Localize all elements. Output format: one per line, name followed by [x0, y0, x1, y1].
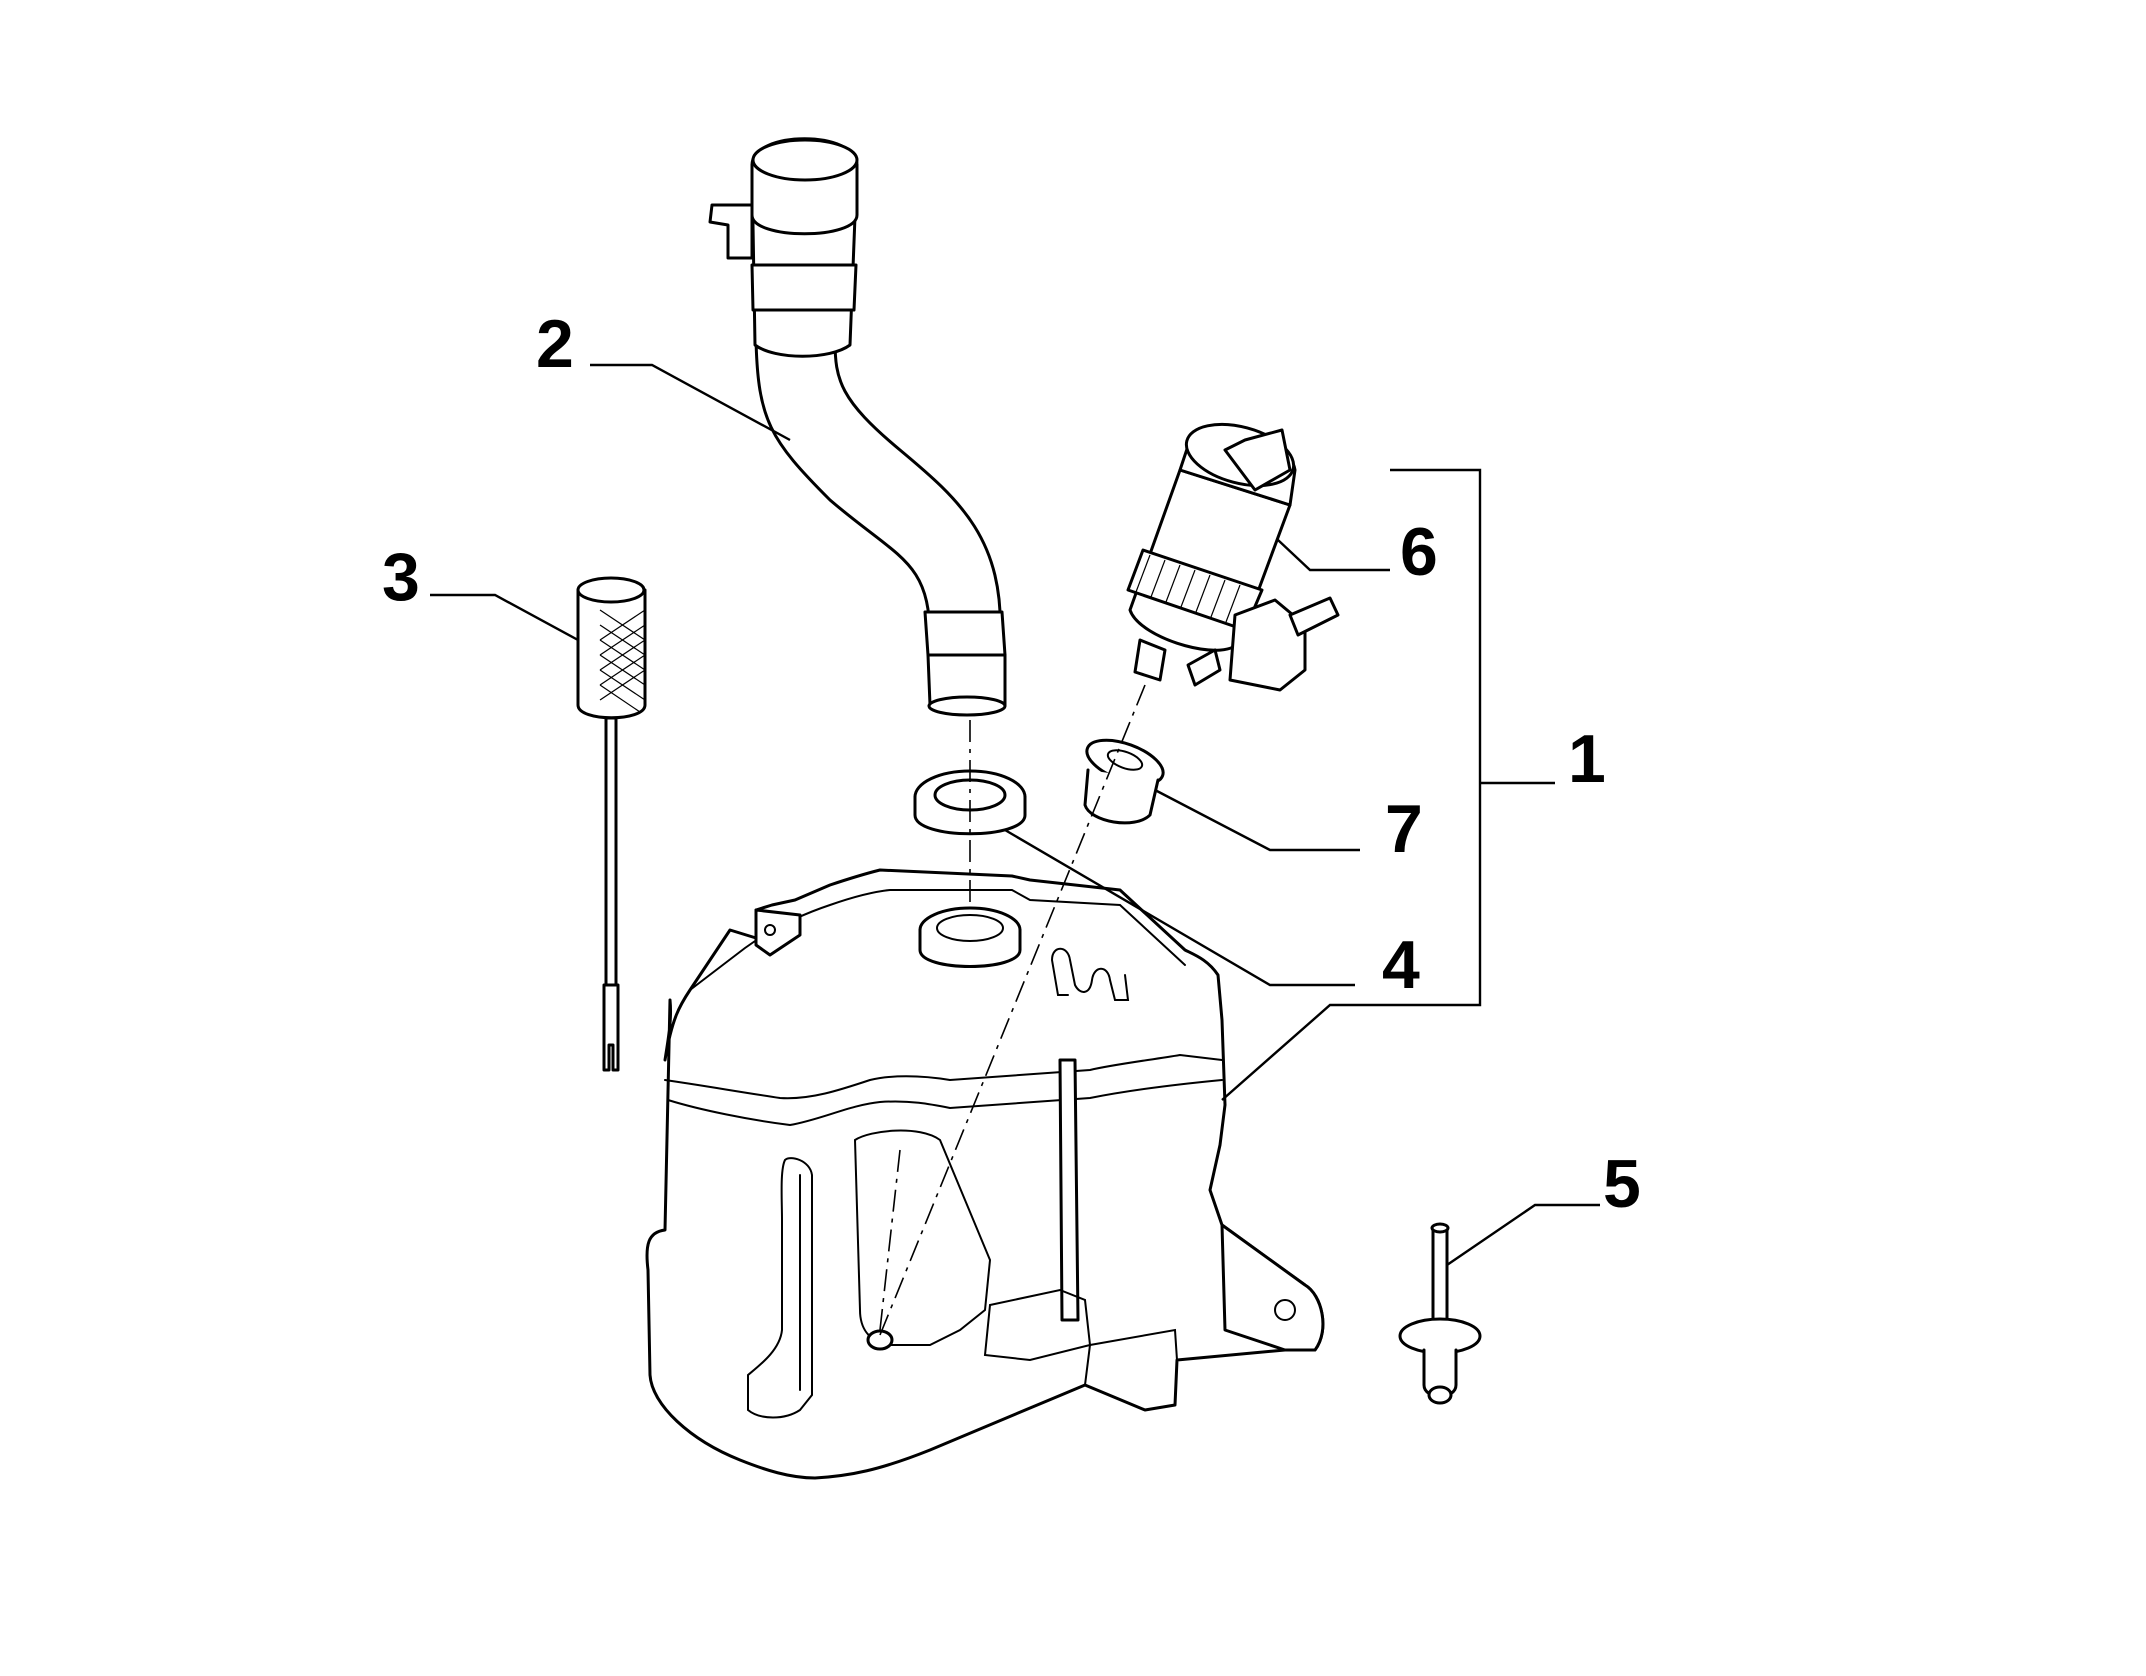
- leader-5: [1446, 1203, 1600, 1266]
- pump-inlet-spigot: [1133, 638, 1167, 682]
- callout-2: 2: [536, 306, 574, 382]
- rivet: [1398, 1222, 1482, 1405]
- pump-knurl-lines: [1135, 554, 1241, 623]
- pump-connector: [1223, 428, 1292, 492]
- callout-3: 3: [382, 539, 420, 615]
- tank-lower-step: [1084, 1328, 1178, 1386]
- callout-1: 1: [1568, 721, 1606, 797]
- pump-seal-body: [1083, 768, 1160, 825]
- tank-mount-lug-top-hole: [764, 924, 776, 936]
- pump-outlet-nozzle-front: [1186, 648, 1222, 687]
- tank-mount-flange-hole: [1274, 1299, 1296, 1321]
- tank-mount-lug-top: [754, 908, 802, 957]
- rivet-pin: [1431, 1226, 1449, 1330]
- tank-shoulder-ridge-lower: [667, 1079, 1223, 1127]
- leader-lines: [430, 363, 1600, 1266]
- washer-pump: [1126, 422, 1340, 692]
- filler-cap-top: [751, 138, 859, 182]
- filler-hose-outlet-rim: [927, 695, 1007, 717]
- pump-outlet-elbow: [1228, 598, 1307, 692]
- rivet-head: [1398, 1317, 1482, 1355]
- callout-6: 6: [1400, 514, 1438, 590]
- filler-neck-band: [750, 263, 858, 312]
- tank-center-panel: [853, 1129, 992, 1346]
- tank-lower-pocket: [983, 1288, 1092, 1362]
- leader-6: [1277, 539, 1390, 572]
- tank-outer-shell: [645, 868, 1325, 1480]
- sensor-filter-top: [576, 576, 646, 604]
- leader-2: [590, 363, 791, 442]
- tank-level-marking: [1051, 947, 1130, 1001]
- sensor-rod: [604, 716, 618, 987]
- leader-7: [1154, 788, 1360, 852]
- callout-7: 7: [1385, 791, 1423, 867]
- tank-filler-boss-wall: [918, 928, 1022, 968]
- leader-3: [430, 593, 579, 642]
- tank-drain-hole: [866, 1329, 894, 1351]
- sensor-filter-mesh: [599, 609, 646, 713]
- axis-sensor: [879, 1149, 901, 1331]
- level-sensor: [576, 576, 647, 1072]
- assembly-axes: [879, 684, 1146, 1336]
- tank-mount-flange-right: [1220, 1223, 1325, 1352]
- washer-reservoir-tank: [645, 868, 1325, 1480]
- tank-shoulder-ridge: [664, 1053, 1223, 1100]
- axis-pump-to-tank: [879, 684, 1146, 1336]
- sensor-filter-body: [576, 588, 647, 720]
- filler-neck-mount-tab: [708, 203, 754, 260]
- tank-front-recess: [747, 1157, 813, 1419]
- callout-5: 5: [1603, 1146, 1641, 1222]
- rivet-pin-top: [1430, 1222, 1450, 1234]
- pump-seal: [1083, 738, 1165, 825]
- sensor-tip: [602, 983, 620, 1072]
- bracket-1: [1390, 468, 1482, 1007]
- tank-vertical-rib: [1058, 1058, 1080, 1322]
- callout-labels: 1 2 3 4 5 6 7: [382, 306, 1641, 1222]
- callout-4: 4: [1382, 927, 1420, 1003]
- rivet-tail: [1427, 1385, 1453, 1405]
- tank-filler-boss-inner: [936, 914, 1004, 942]
- pump-seal-hole: [1106, 749, 1144, 771]
- pump-outlet-nozzle-side: [1288, 596, 1340, 637]
- filler-hose-clamp-band: [923, 610, 1007, 657]
- leader-1-tank: [1221, 1003, 1390, 1101]
- filler-neck-hose: [708, 137, 1007, 717]
- leader-4: [1004, 828, 1355, 987]
